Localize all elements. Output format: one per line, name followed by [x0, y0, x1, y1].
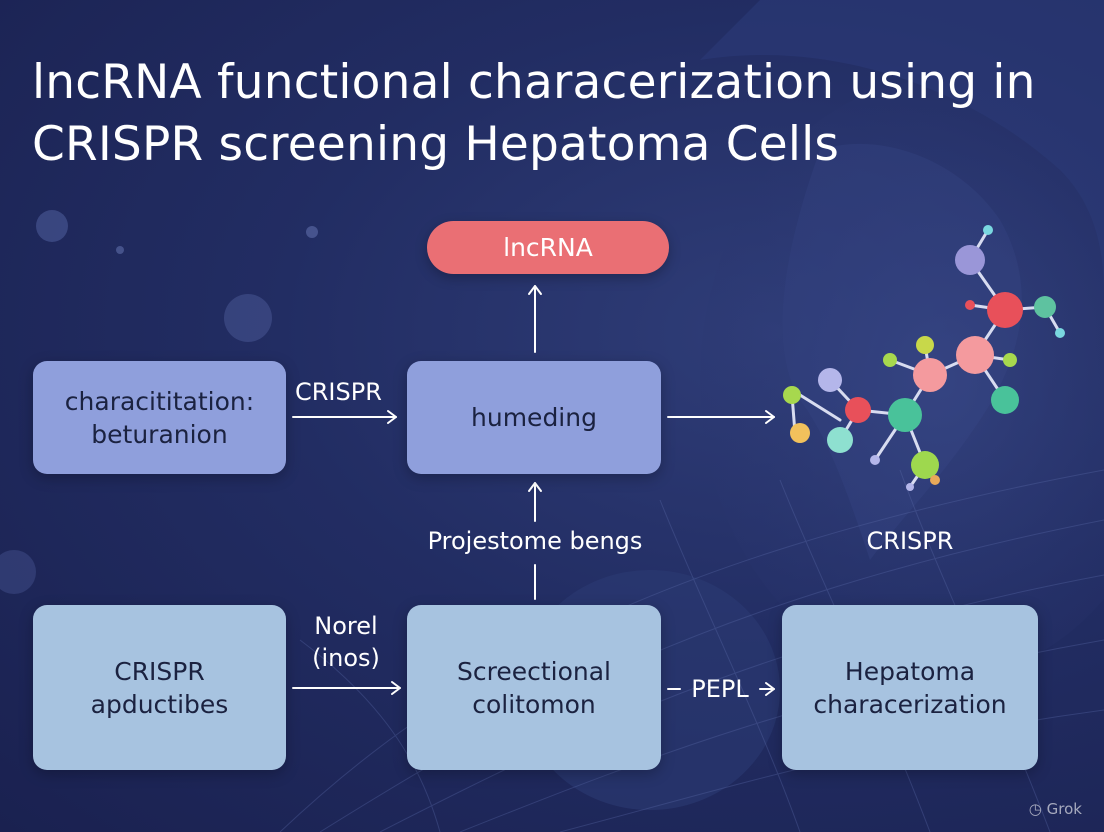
screectional-line-1: Screectional	[456, 656, 611, 686]
edge-label-projestome: Projestome bengs	[427, 527, 643, 555]
hepatoma-line-2: characerization	[813, 689, 1007, 719]
characititation-node: characititation: beturanion	[33, 361, 286, 474]
characititation-line-2: beturanion	[91, 419, 228, 449]
edge-label-crispr-top: CRISPR	[295, 378, 382, 406]
crispr-apductibes-node: CRISPR apductibes	[33, 605, 286, 770]
lncrna-node: lncRNA	[427, 221, 669, 274]
humeding-label: humeding	[471, 403, 597, 432]
humeding-node: humeding	[407, 361, 661, 474]
characititation-line-1: characititation:	[64, 386, 255, 416]
edge-label-norel: Norel (inos)	[296, 610, 396, 674]
hepatoma-node: Hepatoma characerization	[782, 605, 1038, 770]
edge-label-norel-line-1: Norel	[314, 612, 378, 640]
hepatoma-line-1: Hepatoma	[844, 656, 976, 686]
title-line-1: lncRNA functional characerization using …	[32, 55, 1036, 110]
crispr-apductibes-line-1: CRISPR	[114, 656, 205, 686]
crispr-apductibes-line-2: apductibes	[90, 689, 229, 719]
edge-label-crispr-right: CRISPR	[866, 527, 954, 555]
edge-label-pepl: PEPL	[691, 675, 749, 703]
grok-watermark: ◷ Grok	[1029, 800, 1082, 818]
page-title: lncRNA functional characerization using …	[32, 52, 1092, 176]
screectional-node: Screectional colitomon	[407, 605, 661, 770]
molecule-illustration	[783, 225, 1065, 491]
edge-label-norel-line-2: (inos)	[312, 644, 380, 672]
grok-logo-icon: ◷	[1028, 800, 1042, 818]
title-line-2: CRISPR screening Hepatoma Cells	[32, 117, 840, 172]
grok-watermark-label: Grok	[1046, 800, 1082, 818]
screectional-line-2: colitomon	[472, 689, 596, 719]
lncrna-label: lncRNA	[503, 233, 593, 262]
